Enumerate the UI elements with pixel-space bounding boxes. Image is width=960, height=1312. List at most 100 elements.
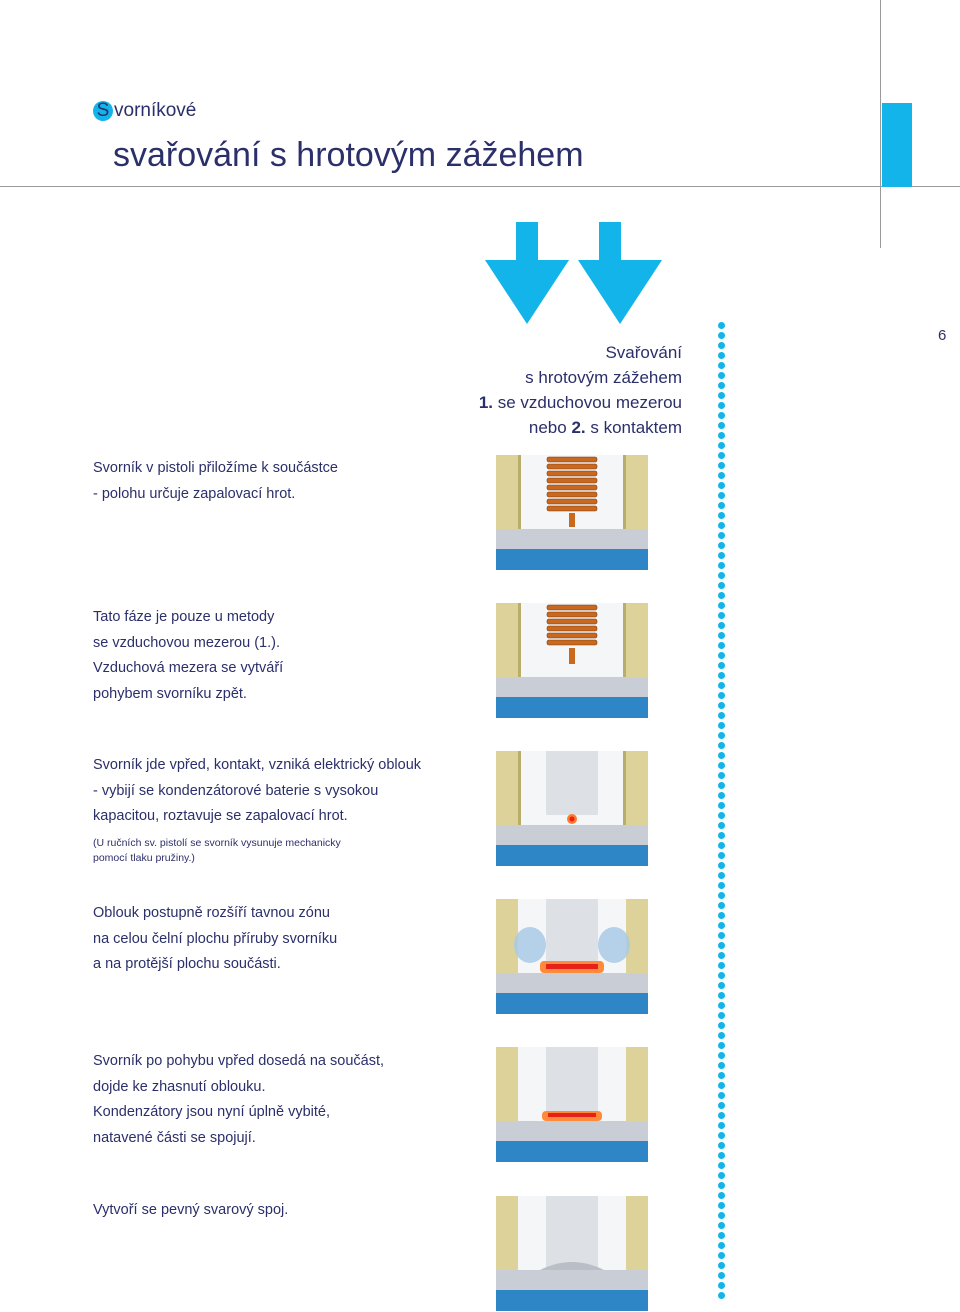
separator-dot	[718, 552, 725, 559]
separator-dot	[718, 612, 725, 619]
step-2-text: Tato fáze je pouze u metody se vzduchovo…	[93, 609, 284, 702]
separator-dot	[718, 1172, 725, 1179]
separator-dot	[718, 1082, 725, 1089]
separator-dot	[718, 882, 725, 889]
separator-dot	[718, 502, 725, 509]
separator-dot	[718, 792, 725, 799]
step-3-text: Svorník jde vpřed, kontakt, vzniká elekt…	[93, 757, 422, 824]
separator-dot	[718, 402, 725, 409]
separator-dot	[718, 672, 725, 679]
separator-dot	[718, 1162, 725, 1169]
separator-dot	[718, 452, 725, 459]
separator-dot	[718, 1252, 725, 1259]
separator-dot	[718, 422, 725, 429]
separator-dot	[718, 432, 725, 439]
separator-dot	[718, 942, 725, 949]
separator-dot	[718, 832, 725, 839]
step-1-text: Svorník v pistoli přiložíme k součástce …	[93, 460, 338, 502]
step-5-text: Svorník po pohybu vpřed dosedá na součás…	[93, 1053, 384, 1146]
accent-bar	[882, 103, 912, 187]
step-2-illustration	[496, 603, 648, 718]
separator-dot	[718, 1152, 725, 1159]
separator-dot	[718, 1102, 725, 1109]
separator-dot	[718, 542, 725, 549]
separator-dot	[718, 1062, 725, 1069]
separator-dot	[718, 782, 725, 789]
step-6-text: Vytvoří se pevný svarový spoj.	[93, 1202, 289, 1218]
separator-dot	[718, 862, 725, 869]
separator-dot	[718, 1042, 725, 1049]
separator-dot	[718, 462, 725, 469]
separator-dot	[718, 762, 725, 769]
separator-dot	[718, 952, 725, 959]
separator-dot	[718, 722, 725, 729]
separator-dot	[718, 512, 725, 519]
separator-dot	[718, 1012, 725, 1019]
separator-dot	[718, 742, 725, 749]
down-arrows-icon	[485, 222, 662, 324]
separator-dot	[718, 1052, 725, 1059]
separator-dot	[718, 1282, 725, 1289]
separator-dot	[718, 1122, 725, 1129]
caption-line-2: s hrotovým zážehem	[525, 368, 682, 387]
separator-dot	[718, 1232, 725, 1239]
separator-dot	[718, 412, 725, 419]
separator-dot	[718, 922, 725, 929]
separator-dot	[718, 982, 725, 989]
step-1-illustration	[496, 455, 648, 570]
separator-dot	[718, 712, 725, 719]
separator-dot	[718, 1192, 725, 1199]
separator-dot	[718, 662, 725, 669]
separator-dot	[718, 652, 725, 659]
separator-dot	[718, 912, 725, 919]
separator-dot	[718, 1242, 725, 1249]
separator-dot	[718, 932, 725, 939]
header-rule	[0, 186, 960, 187]
separator-dot	[718, 442, 725, 449]
separator-dot	[718, 572, 725, 579]
separator-dot	[718, 1022, 725, 1029]
separator-dot	[718, 752, 725, 759]
separator-dot	[718, 1182, 725, 1189]
step-3-illustration	[496, 751, 648, 866]
separator-dot	[718, 592, 725, 599]
step-6-illustration	[496, 1196, 648, 1311]
separator-dot	[718, 962, 725, 969]
separator-dot	[718, 822, 725, 829]
caption-line-1: Svařování	[605, 343, 682, 362]
separator-dot	[718, 482, 725, 489]
separator-dot	[718, 632, 725, 639]
separator-dot	[718, 902, 725, 909]
separator-dot	[718, 1132, 725, 1139]
separator-dot	[718, 472, 725, 479]
step-3-note: (U ručních sv. pistolí se svorník vysunu…	[93, 837, 341, 864]
separator-dot	[718, 772, 725, 779]
separator-dot	[718, 1222, 725, 1229]
separator-dot	[718, 992, 725, 999]
separator-dot	[718, 622, 725, 629]
separator-dot	[718, 702, 725, 709]
separator-dot	[718, 382, 725, 389]
step-5-illustration	[496, 1047, 648, 1162]
separator-dot	[718, 1092, 725, 1099]
separator-dot	[718, 852, 725, 859]
separator-dot	[718, 372, 725, 379]
page-number: 6	[938, 327, 947, 344]
separator-dot	[718, 1142, 725, 1149]
step-4-text: Oblouk postupně rozšíří tavnou zónu na c…	[93, 905, 338, 972]
separator-dot	[718, 1112, 725, 1119]
separator-dot	[718, 682, 725, 689]
separator-dot	[718, 562, 725, 569]
separator-dot	[718, 812, 725, 819]
separator-dot	[718, 492, 725, 499]
kicker-initial: S	[93, 100, 113, 121]
separator-dot	[718, 1072, 725, 1079]
separator-dot	[718, 1032, 725, 1039]
separator-dot	[718, 1292, 725, 1299]
separator-dot	[718, 1262, 725, 1269]
separator-dot	[718, 1212, 725, 1219]
page-title: svařování s hrotovým zážehem	[113, 136, 584, 174]
separator-dot	[718, 1202, 725, 1209]
separator-dot	[718, 322, 725, 329]
